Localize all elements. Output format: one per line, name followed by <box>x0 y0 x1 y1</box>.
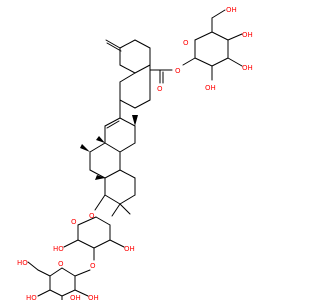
xyl-link-o-label: O <box>90 262 96 270</box>
c3-o-label: O <box>89 212 95 220</box>
gluc-oh-3-label: OH <box>205 84 216 92</box>
ester-bonds <box>149 69 173 84</box>
gluc-oh-2-label: OH <box>242 64 253 72</box>
molecule-structure: O OH OH OH OH O O <box>17 6 253 300</box>
gluc-ring-o-label: O <box>183 39 189 47</box>
stereo-wedges <box>80 65 151 180</box>
glc2-oh-2-label: OH <box>70 294 81 300</box>
xyl-oh-1-label: OH <box>124 245 135 253</box>
triterpene-core <box>89 39 151 217</box>
gluc-oh-1-label: OH <box>242 31 253 39</box>
glc2-ch2oh-label: HO <box>17 259 28 267</box>
glucose-ester-ring <box>182 9 243 81</box>
xyl-ring-o-label: O <box>71 218 77 226</box>
xylose-ring <box>63 216 125 261</box>
glc2-oh-1-label: OH <box>88 294 99 300</box>
bottom-glucose-ring <box>27 261 91 300</box>
carbonyl-o-label: O <box>157 85 163 93</box>
glc2-ring-o-label: O <box>58 260 64 268</box>
ester-o-label: O <box>175 67 181 75</box>
gluc-ch2oh-label: OH <box>226 6 237 14</box>
xyl-oh-2-label: HO <box>53 245 64 253</box>
glc2-oh-3-label: HO <box>26 294 37 300</box>
